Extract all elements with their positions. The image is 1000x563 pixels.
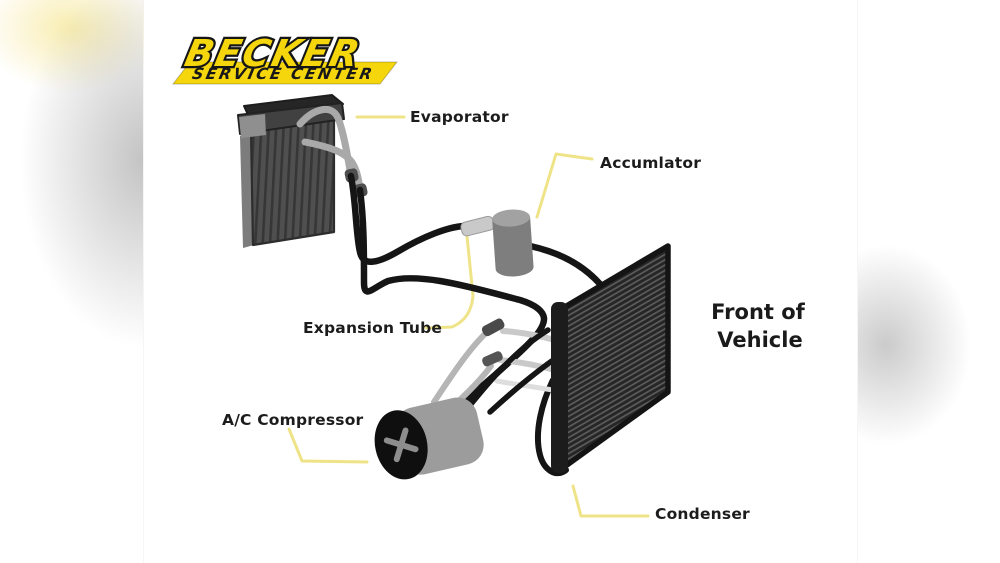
evaporator-illustration	[237, 94, 345, 248]
label-compressor: A/C Compressor	[222, 411, 364, 429]
leader-line-accumulator	[535, 152, 594, 219]
compressor-illustration	[374, 397, 484, 480]
blurred-edge-left	[0, 0, 144, 563]
expansion-tube-illustration	[460, 215, 495, 237]
leader-line-condenser	[571, 484, 650, 518]
front-of-vehicle-line1: Front of	[711, 300, 806, 324]
tube-fitting-lower	[482, 351, 503, 367]
evaporator-inlet-tube	[301, 138, 364, 194]
label-evaporator: Evaporator	[410, 108, 509, 126]
condenser-side-bar	[551, 302, 568, 473]
compressor-clutch-cross	[383, 427, 419, 463]
brand-logo: BECKER SERVICE CENTER	[171, 29, 399, 85]
front-of-vehicle-line2: Vehicle	[717, 328, 802, 352]
logo-banner	[171, 61, 399, 85]
hose-condenser-loop	[534, 377, 569, 477]
brand-tagline: SERVICE CENTER	[191, 64, 377, 83]
accumulator-top	[492, 209, 531, 227]
leader-line-expansion-tube	[424, 234, 475, 330]
hose-compressor-to-condenser-2	[487, 355, 559, 415]
brand-name: BECKER	[181, 31, 365, 75]
accumulator-body	[492, 216, 534, 277]
hose-accumulator-to-condenser	[526, 242, 604, 288]
label-expansion-tube: Expansion Tube	[303, 319, 442, 337]
condenser-tube-light	[494, 378, 556, 393]
condenser-illustration	[551, 243, 671, 473]
blurred-edge-right	[857, 0, 1000, 563]
evaporator-core	[249, 118, 336, 247]
tube-fitting-upper	[481, 318, 505, 337]
label-condenser: Condenser	[655, 505, 750, 523]
accumulator-illustration	[492, 209, 534, 277]
evaporator-cap-end	[239, 114, 266, 138]
label-accumulator: Accumlator	[600, 154, 701, 172]
condenser-panel	[555, 243, 671, 473]
leader-line-compressor	[287, 427, 369, 464]
compressor-tube-upper	[431, 329, 490, 405]
hose-evaporator-to-accumulator	[347, 172, 468, 265]
